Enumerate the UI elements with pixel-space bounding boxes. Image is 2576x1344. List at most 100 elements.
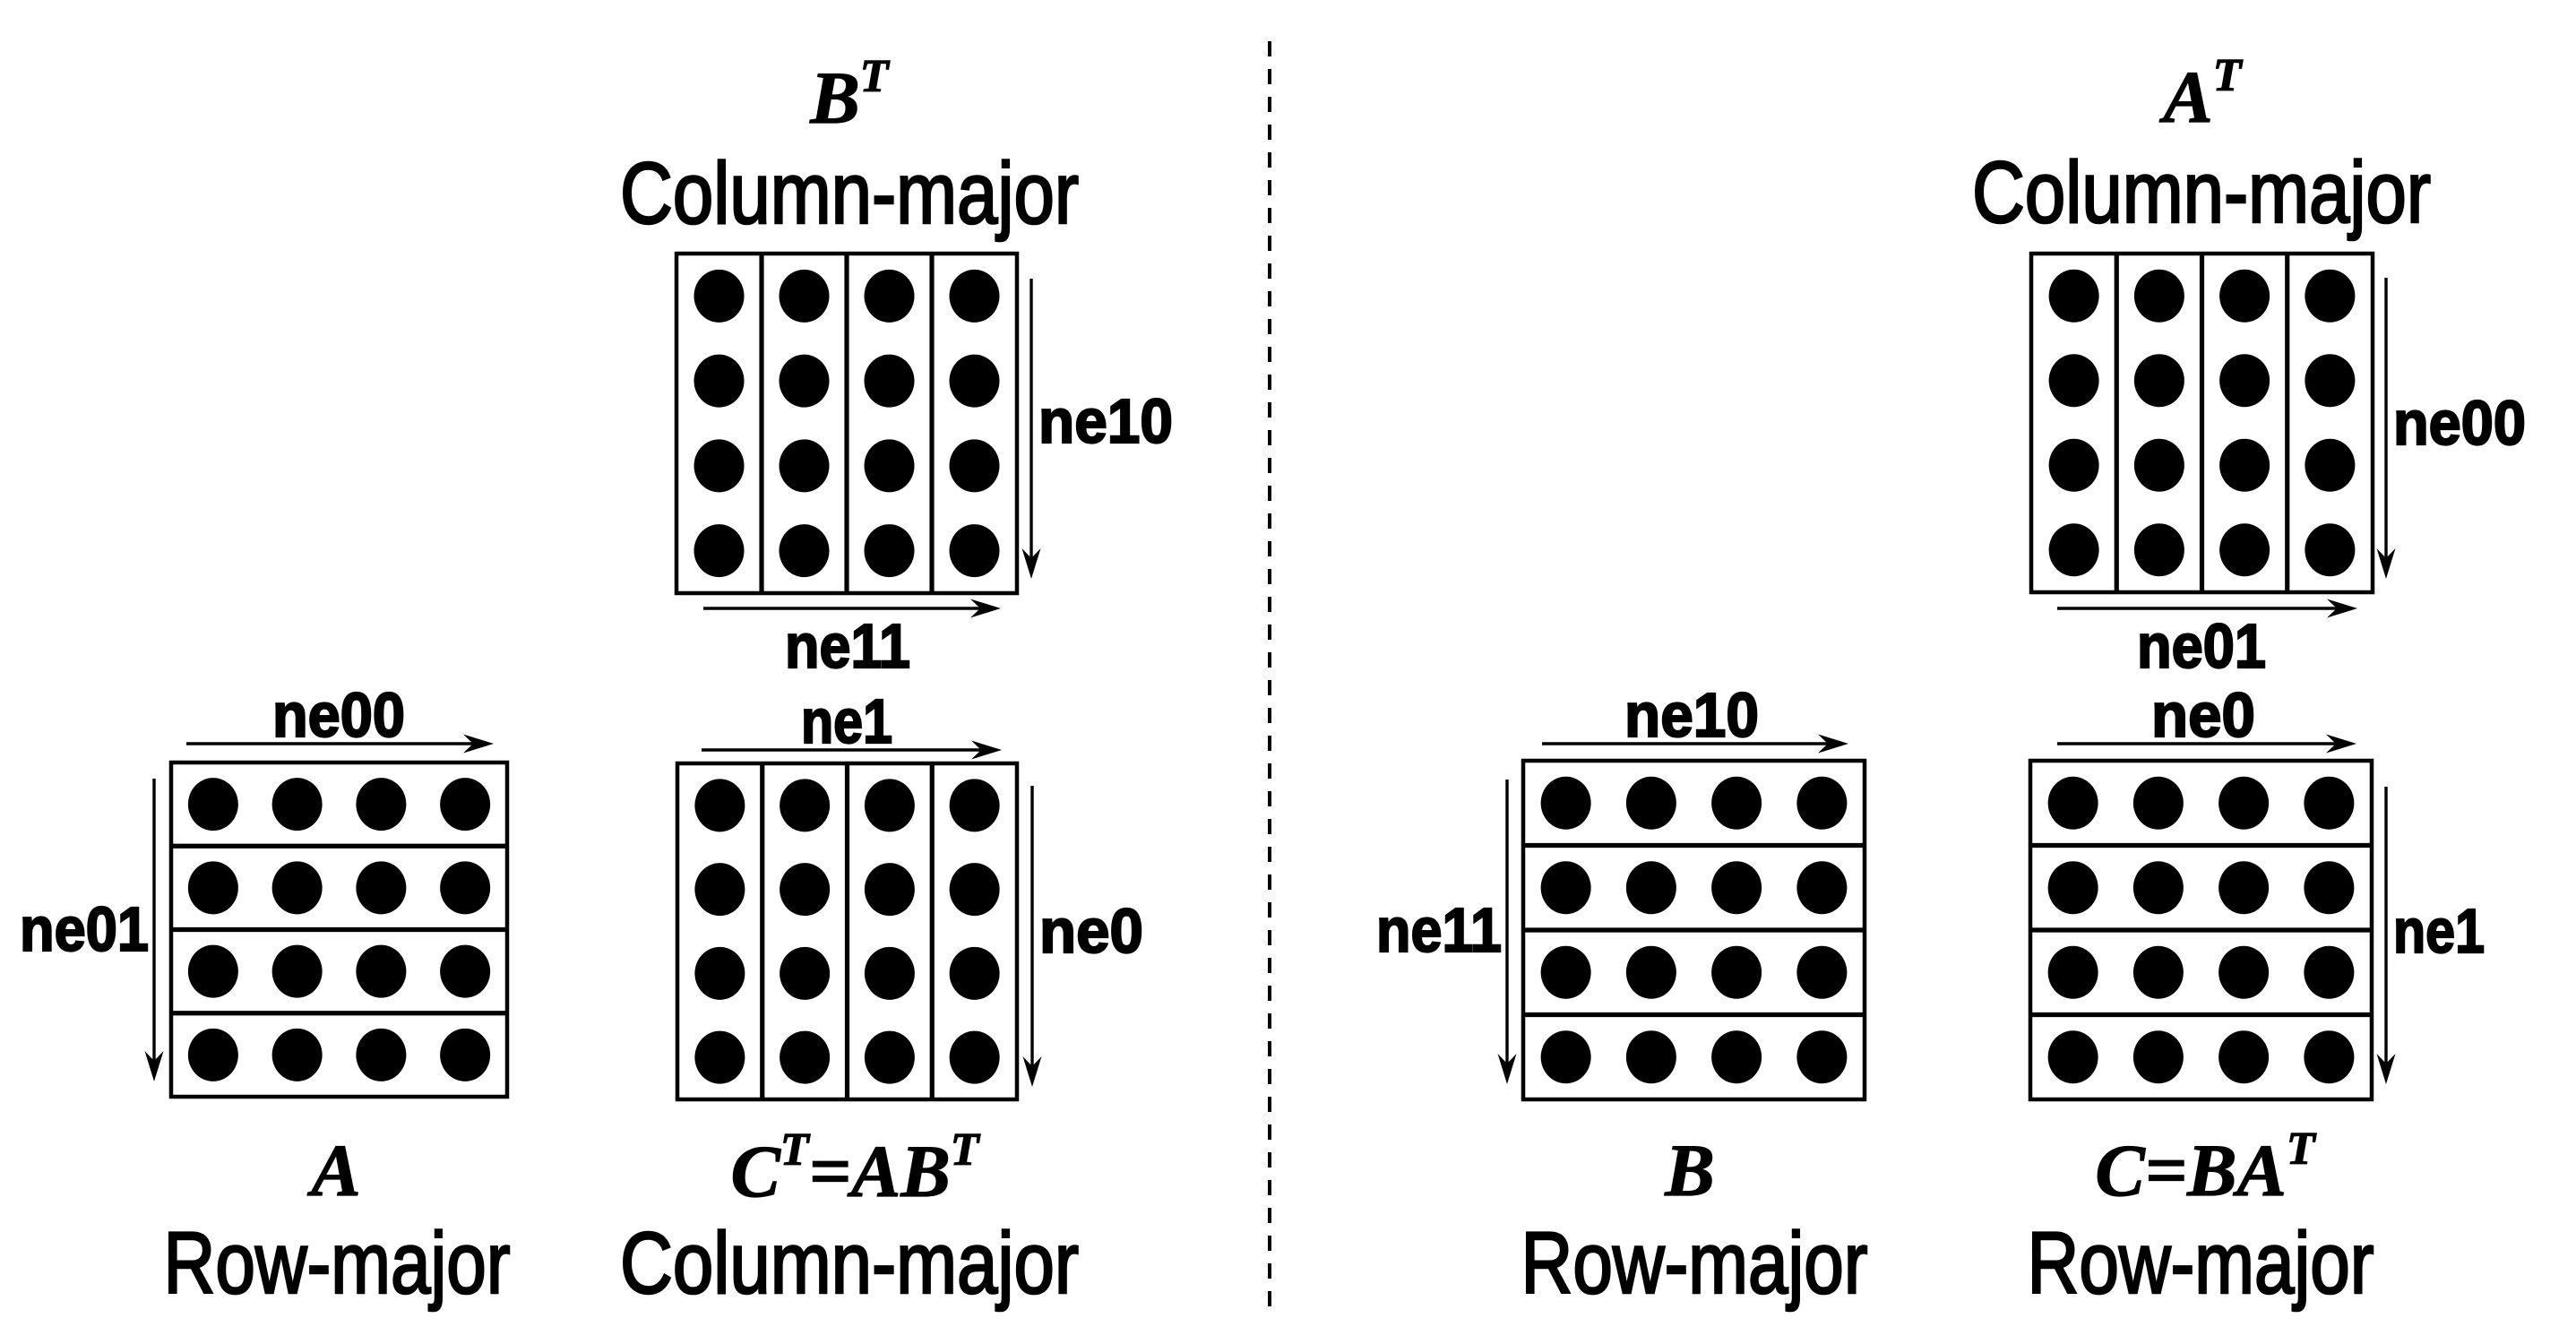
- element-dot: [1796, 945, 1848, 999]
- element-dot: [271, 944, 323, 998]
- element-dot: [779, 269, 830, 323]
- element-dot: [2047, 945, 2098, 999]
- element-dot: [271, 1028, 323, 1081]
- dim-label-ne1-c: ne1: [2393, 896, 2485, 966]
- element-dot: [2305, 438, 2356, 492]
- element-dot: [440, 778, 491, 831]
- arrow-ne10-b-transpose-head: [1021, 548, 1041, 579]
- element-dot: [2305, 523, 2356, 577]
- element-dot: [2304, 776, 2355, 830]
- element-dot: [780, 1030, 831, 1084]
- arrow-ne0-c-head: [2326, 734, 2356, 754]
- element-dot: [2047, 776, 2098, 830]
- element-dot: [779, 524, 830, 578]
- element-dot: [2133, 354, 2184, 408]
- element-dot: [2133, 269, 2184, 323]
- element-dot: [187, 944, 238, 998]
- element-dot: [2218, 1030, 2270, 1084]
- element-dot: [2219, 269, 2270, 323]
- element-dot: [2048, 354, 2099, 408]
- element-dot: [2304, 1030, 2355, 1084]
- element-dot: [1540, 945, 1591, 999]
- element-dot: [2305, 269, 2356, 323]
- element-dot: [949, 779, 1000, 832]
- element-dot: [2304, 861, 2355, 915]
- element-dot: [356, 861, 407, 915]
- element-dot: [779, 439, 830, 493]
- element-dot: [2132, 945, 2184, 999]
- element-dot: [1711, 861, 1762, 915]
- dim-label-ne0-c: ne0: [2151, 680, 2255, 750]
- memory-order-a: Row-major: [164, 1214, 511, 1312]
- arrow-ne01-a-head: [144, 1051, 164, 1081]
- matrix-name-c: C=BAT: [2095, 1124, 2316, 1211]
- element-dot: [864, 946, 915, 1000]
- element-dot: [694, 354, 745, 408]
- element-dot: [2048, 438, 2099, 492]
- element-dot: [1625, 861, 1676, 915]
- element-dot: [2304, 945, 2355, 999]
- dim-label-ne10-b-transpose: ne10: [1038, 386, 1173, 456]
- element-dot: [2219, 523, 2270, 577]
- memory-order-a-transpose: Column-major: [1972, 143, 2431, 241]
- element-dot: [187, 1028, 238, 1081]
- element-dot: [2218, 861, 2270, 915]
- element-dot: [1625, 945, 1676, 999]
- element-dot: [356, 778, 407, 831]
- element-dot: [694, 863, 745, 917]
- element-dot: [2218, 776, 2270, 830]
- matrix-name-c-transpose: CT=ABT: [731, 1124, 981, 1212]
- arrow-ne10-b-head: [1818, 734, 1848, 754]
- element-dot: [949, 863, 1000, 917]
- element-dot: [2218, 945, 2270, 999]
- element-dot: [2133, 438, 2184, 492]
- element-dot: [356, 944, 407, 998]
- memory-order-c-transpose: Column-major: [620, 1214, 1079, 1312]
- dim-label-ne00-a: ne00: [272, 680, 405, 750]
- element-dot: [780, 863, 831, 917]
- dim-label-ne01-a: ne01: [20, 894, 149, 964]
- element-dot: [440, 944, 491, 998]
- element-dot: [1540, 1030, 1591, 1084]
- element-dot: [1540, 776, 1591, 830]
- element-dot: [864, 269, 915, 323]
- element-dot: [271, 778, 323, 831]
- element-dot: [949, 946, 1000, 1000]
- element-dot: [2133, 523, 2184, 577]
- element-dot: [864, 1030, 915, 1084]
- element-dot: [949, 1030, 1000, 1084]
- element-dot: [2132, 776, 2184, 830]
- element-dot: [2047, 861, 2098, 915]
- element-dot: [187, 778, 238, 831]
- element-dot: [694, 439, 745, 493]
- element-dot: [271, 861, 323, 915]
- element-dot: [864, 354, 915, 408]
- element-dot: [440, 1028, 491, 1081]
- element-dot: [949, 524, 1000, 578]
- dim-label-ne0-c-transpose: ne0: [1039, 896, 1143, 966]
- element-dot: [864, 524, 915, 578]
- dim-label-ne10-b: ne10: [1624, 680, 1759, 750]
- memory-order-c: Row-major: [2028, 1214, 2374, 1312]
- element-dot: [864, 863, 915, 917]
- element-dot: [779, 354, 830, 408]
- matrix-name-b-transpose: BT: [809, 51, 890, 139]
- element-dot: [1711, 945, 1762, 999]
- element-dot: [1711, 1030, 1762, 1084]
- element-dot: [694, 779, 745, 832]
- arrow-ne00-a-transpose-head: [2376, 548, 2396, 579]
- element-dot: [1796, 861, 1848, 915]
- memory-order-b: Row-major: [1521, 1214, 1868, 1312]
- arrow-ne11-b-transpose-head: [970, 599, 1001, 618]
- element-dot: [949, 354, 1000, 408]
- element-dot: [694, 269, 745, 323]
- element-dot: [694, 524, 745, 578]
- element-dot: [949, 439, 1000, 493]
- element-dot: [2047, 1030, 2098, 1084]
- element-dot: [2305, 354, 2356, 408]
